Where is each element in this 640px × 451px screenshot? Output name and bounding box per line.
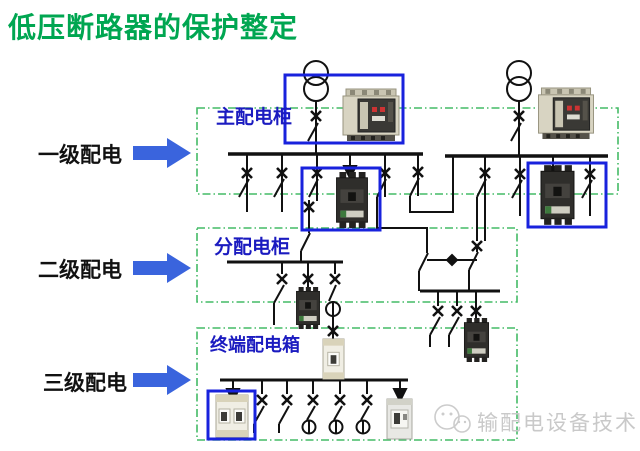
level-arrows bbox=[133, 138, 191, 395]
breaker-x-symbol bbox=[333, 393, 347, 407]
level1-feeders bbox=[238, 154, 593, 291]
level2-label: 二级配电 bbox=[38, 259, 122, 282]
mccb-photo bbox=[295, 287, 321, 329]
breaker-x-symbol bbox=[306, 393, 320, 407]
level2-boundary bbox=[196, 227, 518, 303]
level1-label: 一级配电 bbox=[38, 144, 122, 167]
breaker-x-symbol bbox=[360, 393, 374, 407]
acb-photo bbox=[538, 87, 594, 140]
rcd-device-photo bbox=[386, 398, 413, 440]
main-panel-label: 主配电柜 bbox=[216, 107, 293, 128]
right-mccb-box bbox=[526, 161, 608, 229]
level1-boundary bbox=[196, 107, 619, 195]
mcb-photo bbox=[215, 394, 249, 438]
mccb-photo bbox=[463, 318, 490, 362]
sub-bus-feeders bbox=[429, 291, 477, 347]
mccb-photo bbox=[335, 172, 369, 228]
terminal-panel-label: 终端配电箱 bbox=[210, 335, 300, 355]
level-boundaries bbox=[196, 107, 619, 441]
main-panel-box bbox=[283, 73, 405, 145]
breaker-x-symbol bbox=[450, 304, 464, 318]
level3-feeders bbox=[253, 380, 371, 435]
highlight-boxes bbox=[206, 73, 608, 441]
watermark-text: 输配电设备技术 bbox=[477, 412, 638, 435]
breaker-x-symbol bbox=[328, 272, 342, 286]
main-busbars bbox=[228, 152, 608, 158]
level3-label: 三级配电 bbox=[43, 372, 127, 395]
level2-arrow-icon bbox=[133, 253, 191, 283]
transformer-right-icon bbox=[506, 60, 532, 156]
transformer-left-icon bbox=[303, 60, 329, 154]
breaker-x-symbol bbox=[280, 393, 294, 407]
level3-arrow-icon bbox=[133, 365, 191, 395]
acb-photo bbox=[342, 88, 400, 142]
mcb-photo bbox=[322, 338, 345, 380]
breaker-x-symbol bbox=[255, 393, 269, 407]
breaker-x-symbol bbox=[275, 272, 289, 286]
level3-boundary bbox=[196, 327, 518, 441]
breaker-x-symbol bbox=[431, 304, 445, 318]
terminal-mcb-box bbox=[206, 389, 257, 441]
wechat-icon bbox=[434, 404, 471, 433]
changeover-link bbox=[427, 253, 477, 267]
level1-arrow-icon bbox=[133, 138, 191, 168]
distribution-panel-label: 分配电柜 bbox=[214, 237, 291, 258]
page-title: 低压断路器的保护整定 bbox=[8, 12, 299, 43]
distribution-panel-box bbox=[300, 166, 382, 232]
mccb-photo bbox=[540, 165, 575, 225]
